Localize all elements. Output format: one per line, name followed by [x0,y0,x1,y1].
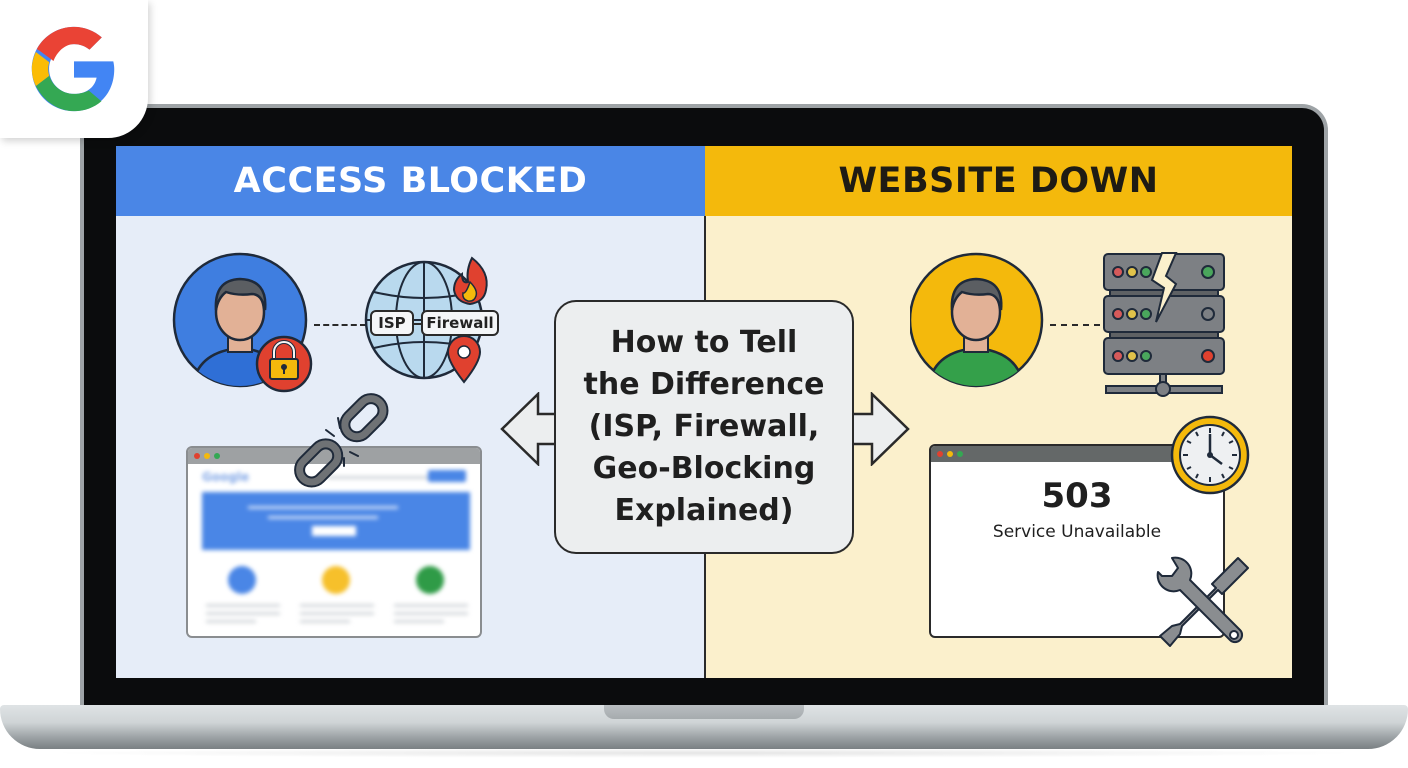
firewall-label: Firewall [421,310,499,336]
laptop-screen: ACCESS BLOCKED WEBSITE DOWN [116,146,1292,678]
arrow-left-icon [500,392,558,466]
website-down-header: WEBSITE DOWN [705,146,1292,216]
laptop-lid: ACCESS BLOCKED WEBSITE DOWN [80,104,1328,710]
blurred-page-content: Google [188,464,480,636]
error-503-window: 503 Service Unavailable [929,444,1225,638]
isp-label: ISP [370,310,414,336]
access-blocked-title: ACCESS BLOCKED [233,161,588,201]
center-title-text: How to Tell the Difference (ISP, Firewal… [583,325,825,528]
laptop-notch [604,705,804,719]
google-logo-badge [0,0,148,138]
server-dashed-line [1050,324,1100,326]
fire-icon [452,256,488,306]
arrow-right-icon [852,392,910,466]
location-pin-icon [446,335,482,384]
broken-link-icon [294,393,389,488]
window-titlebar [931,446,1223,462]
center-title-card: How to Tell the Difference (ISP, Firewal… [554,300,854,554]
lock-badge [255,335,313,393]
blocked-website-window: Google [186,446,482,638]
laptop-bezel: ACCESS BLOCKED WEBSITE DOWN [84,108,1324,710]
user-avatar-icon [910,252,1044,388]
laptop-shadow [40,748,1368,758]
broken-server-icon [1103,252,1225,397]
error-message: Service Unavailable [992,522,1162,542]
access-blocked-header: ACCESS BLOCKED [116,146,705,216]
pill-connector [414,323,422,325]
error-code: 503 [1041,476,1113,516]
blocked-user-avatar-icon [172,252,313,393]
google-g-icon [31,26,115,112]
connection-dashed-line [314,324,366,326]
wrench-screwdriver-icon [1156,556,1249,647]
clock-icon [1170,415,1250,495]
website-down-title: WEBSITE DOWN [838,161,1159,201]
blurred-logo: Google [202,470,250,484]
